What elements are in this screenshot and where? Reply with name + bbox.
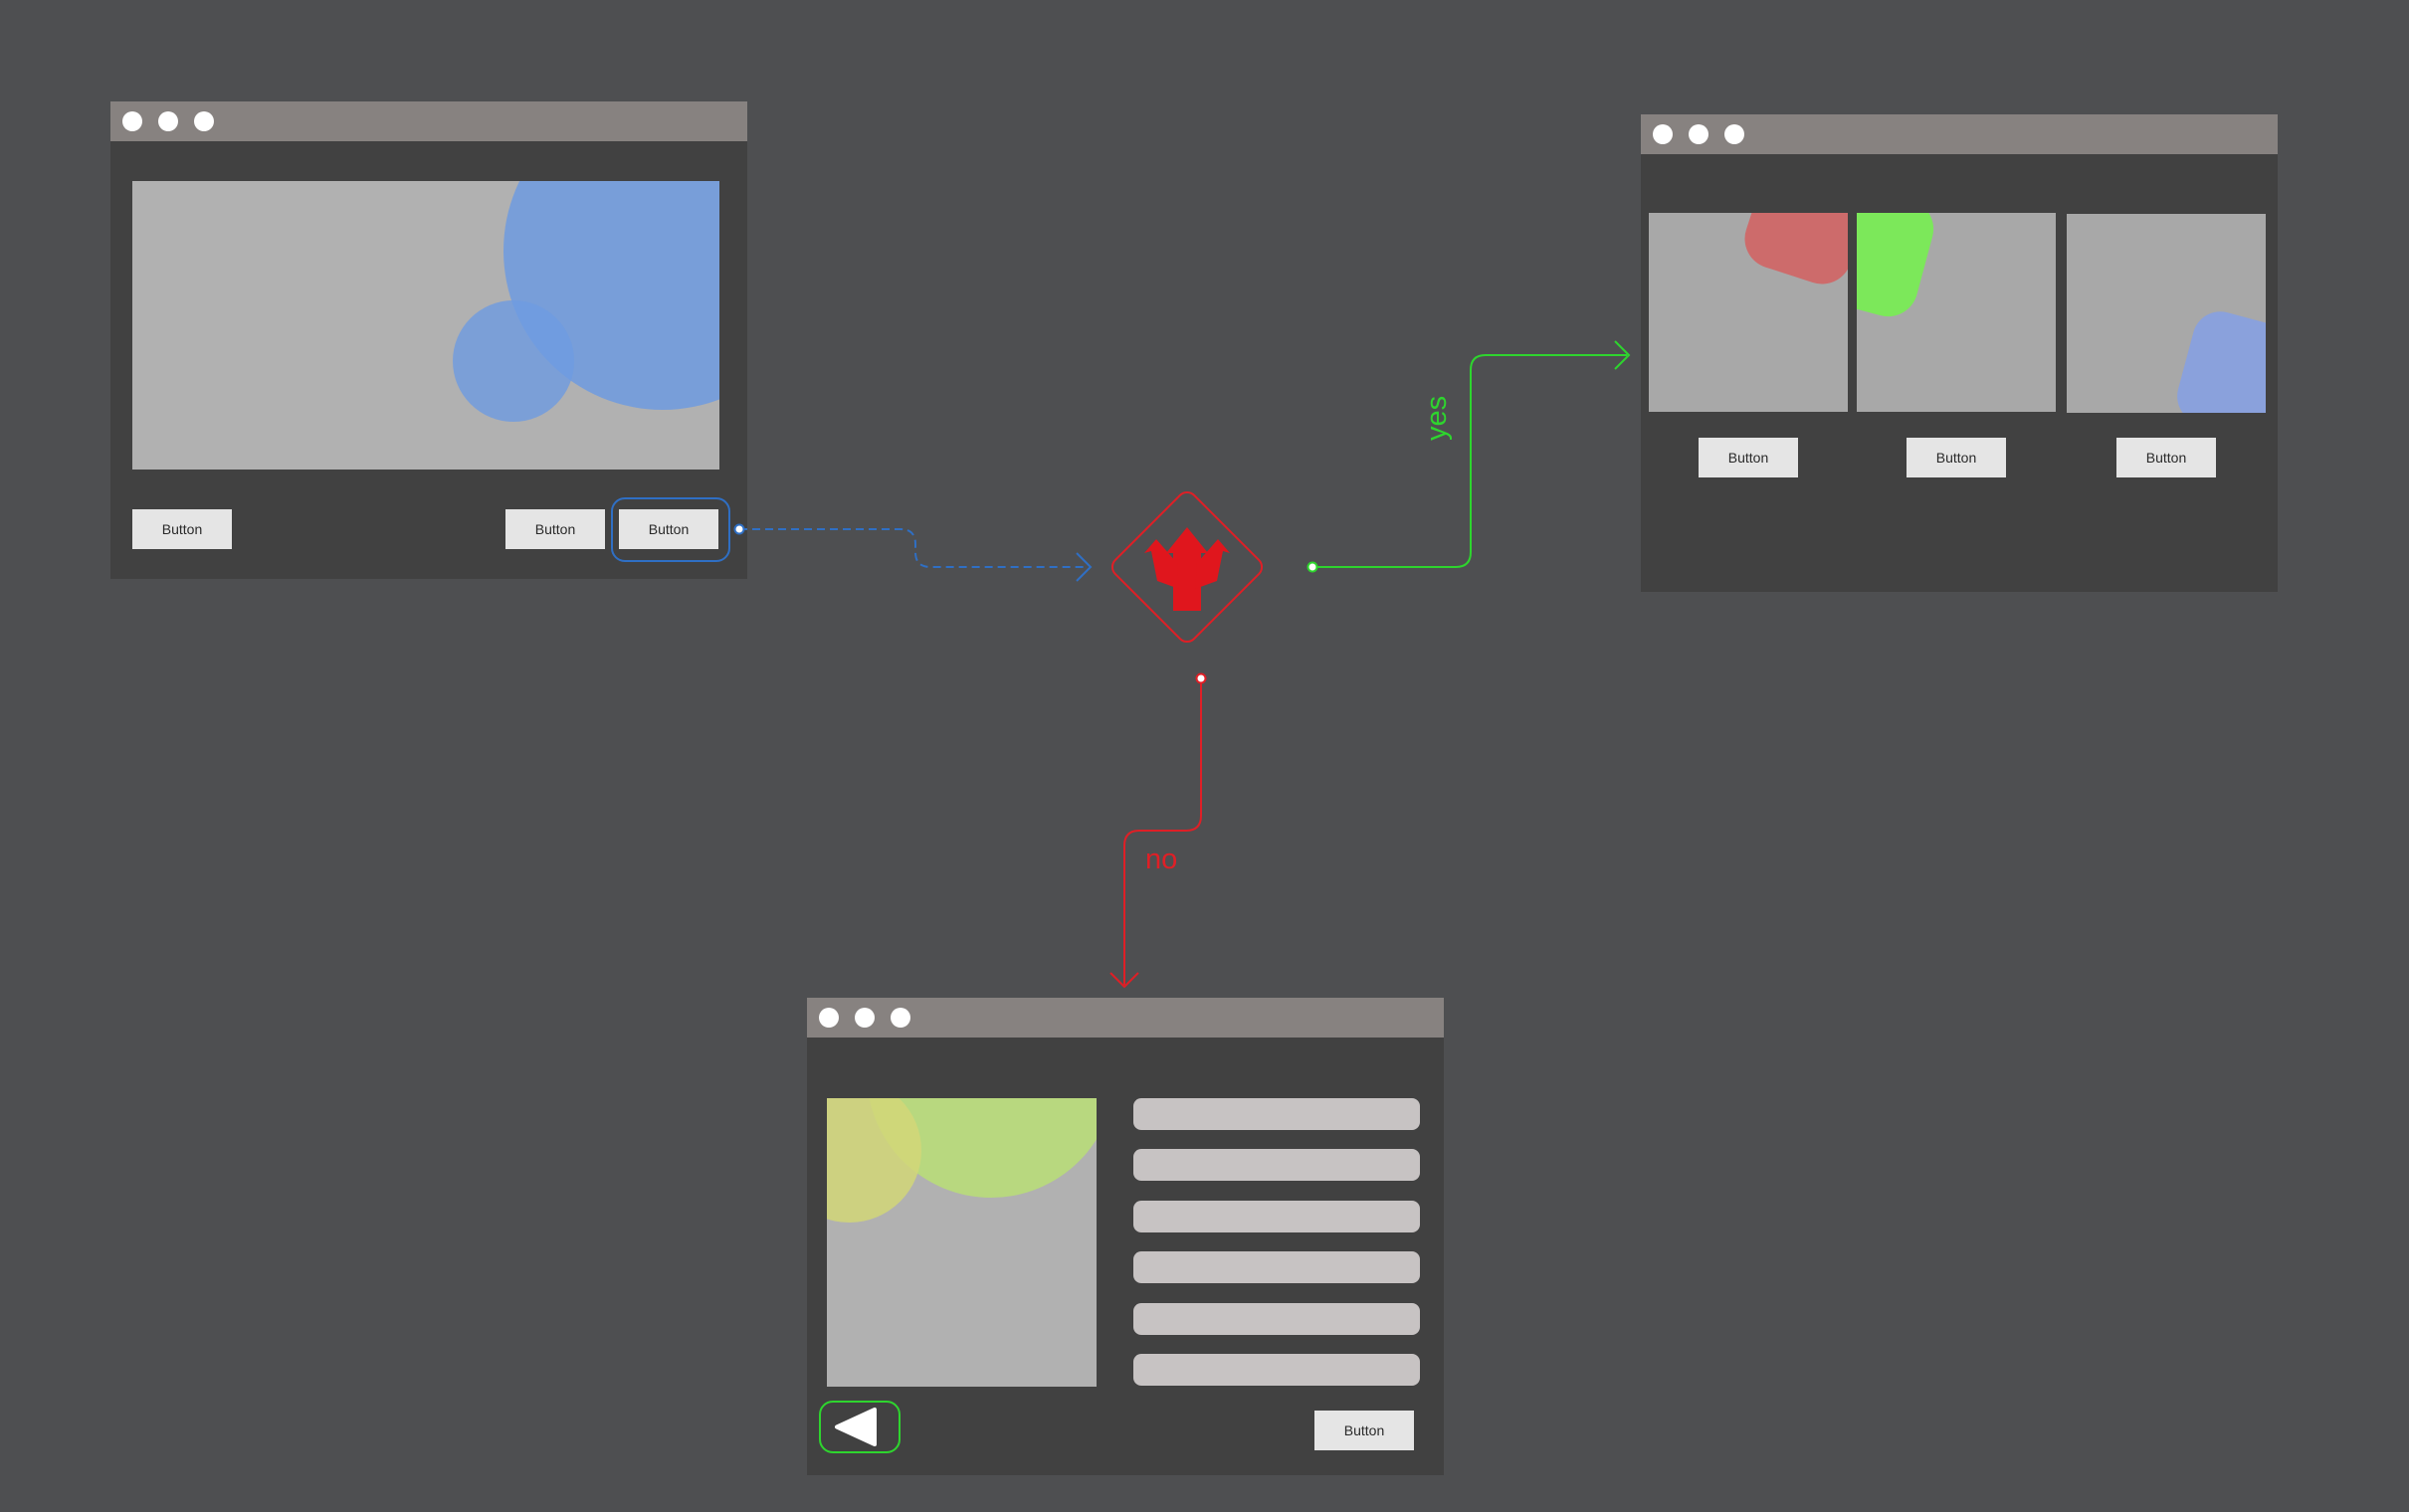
gallery-image-1[interactable] [1649,213,1848,412]
gallery-button-1[interactable]: Button [1699,438,1798,477]
blue-dashed-connector [739,528,1088,568]
blue-connector-endpoint[interactable] [733,523,745,535]
gallery-image-3[interactable] [2067,214,2266,413]
left-button[interactable]: Button [132,509,232,549]
blue-arrowhead [1076,552,1093,582]
selected-button-highlight [611,497,730,562]
detail-image-placeholder [827,1098,1097,1387]
gallery-image-2[interactable] [1857,213,2056,412]
list-item[interactable] [1133,1201,1420,1232]
split-arrow-icon [1144,527,1230,611]
window-control-dot[interactable] [1689,124,1708,144]
hero-image-placeholder [132,181,719,470]
yes-arrowhead [1614,340,1631,370]
yes-connector-endpoint[interactable] [1306,561,1318,573]
no-arrowhead [1109,972,1139,989]
window-control-dot[interactable] [158,111,178,131]
decision-node[interactable] [1108,488,1266,646]
main-window-titlebar [110,101,747,141]
back-triangle-icon [835,1408,877,1446]
no-label: no [1145,844,1178,875]
detail-button[interactable]: Button [1314,1411,1414,1450]
window-control-dot[interactable] [819,1008,839,1028]
window-control-dot[interactable] [891,1008,910,1028]
small-circle-shape [453,300,574,422]
middle-button[interactable]: Button [505,509,605,549]
next-button[interactable]: Button [619,509,718,549]
no-connector-endpoint[interactable] [1195,672,1207,684]
yes-connector [1312,354,1627,568]
gallery-button-2[interactable]: Button [1907,438,2006,477]
gallery-button-3[interactable]: Button [2116,438,2216,477]
gallery-window: Button Button Button [1641,114,2278,592]
gallery-window-titlebar [1641,114,2278,154]
window-control-dot[interactable] [855,1008,875,1028]
back-button[interactable] [819,1401,901,1453]
detail-window [807,998,1444,1475]
yes-label: yes [1421,395,1453,441]
list-item[interactable] [1133,1149,1420,1181]
list-item[interactable] [1133,1303,1420,1335]
window-control-dot[interactable] [194,111,214,131]
window-control-dot[interactable] [1724,124,1744,144]
main-window: Button Button Button [110,101,747,579]
window-control-dot[interactable] [122,111,142,131]
list-item[interactable] [1133,1098,1420,1130]
no-connector [1123,678,1202,985]
list-item[interactable] [1133,1251,1420,1283]
window-control-dot[interactable] [1653,124,1673,144]
detail-window-titlebar [807,998,1444,1038]
list-item[interactable] [1133,1354,1420,1386]
